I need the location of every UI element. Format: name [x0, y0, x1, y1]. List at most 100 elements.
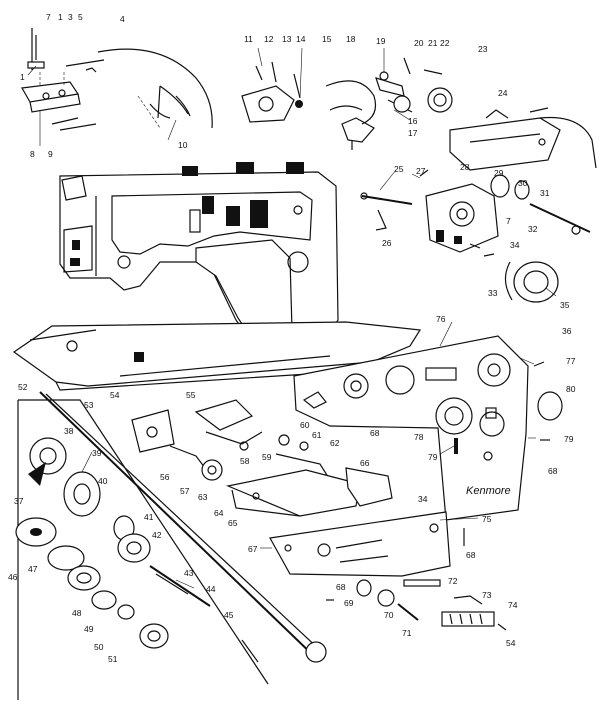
- callout-52: 52: [18, 382, 28, 392]
- callout-25: 25: [394, 164, 404, 174]
- callout-leaders: [27, 47, 557, 589]
- callout-76: 76: [436, 314, 446, 324]
- callout-21: 21: [428, 38, 438, 48]
- callout-20: 20: [414, 38, 424, 48]
- callout-labels: 7 1 3 5 4 1 8 9 10 11 12 13 14 15 18 19 …: [8, 12, 576, 664]
- callout-78: 78: [414, 432, 424, 442]
- callout-68a: 68: [370, 428, 380, 438]
- callout-65: 65: [228, 518, 238, 528]
- bed-plate: [12, 321, 422, 391]
- callout-39: 39: [92, 448, 102, 458]
- callout-28: 28: [460, 162, 470, 172]
- callout-10: 10: [178, 140, 188, 150]
- callout-49: 49: [84, 624, 94, 634]
- callout-45: 45: [224, 610, 234, 620]
- callout-50: 50: [94, 642, 104, 652]
- callout-66: 66: [360, 458, 370, 468]
- callout-53: 53: [84, 400, 94, 410]
- callout-23: 23: [478, 44, 488, 54]
- callout-7: 7: [46, 12, 51, 22]
- callout-36: 36: [562, 326, 572, 336]
- callout-64: 64: [214, 508, 224, 518]
- callout-12: 12: [264, 34, 274, 44]
- callout-24: 24: [498, 88, 508, 98]
- callout-14: 14: [296, 34, 306, 44]
- callout-70: 70: [384, 610, 394, 620]
- callout-7b: 7: [506, 216, 511, 226]
- callout-34: 34: [510, 240, 520, 250]
- callout-67: 67: [248, 544, 258, 554]
- callout-55: 55: [186, 390, 196, 400]
- callout-60: 60: [300, 420, 310, 430]
- callout-57: 57: [180, 486, 190, 496]
- zigzag-bracket-assembly: [225, 467, 507, 631]
- callout-5: 5: [78, 12, 83, 22]
- callout-68d: 68: [336, 582, 346, 592]
- callout-4: 4: [120, 14, 125, 24]
- callout-32: 32: [528, 224, 538, 234]
- callout-19: 19: [376, 36, 386, 46]
- callout-59: 59: [262, 452, 272, 462]
- callout-26: 26: [382, 238, 392, 248]
- callout-77: 77: [566, 356, 576, 366]
- callout-80: 80: [566, 384, 576, 394]
- callout-47: 47: [28, 564, 38, 574]
- callout-54b: 54: [506, 638, 516, 648]
- callout-1b: 1: [20, 72, 25, 82]
- callout-46: 46: [8, 572, 18, 582]
- callout-54a: 54: [110, 390, 120, 400]
- callout-44: 44: [206, 584, 216, 594]
- callout-17: 17: [408, 128, 418, 138]
- callout-69a: 69: [344, 598, 354, 608]
- presser-bar-assembly: [21, 28, 105, 131]
- callout-42: 42: [152, 530, 162, 540]
- callout-79a: 79: [564, 434, 574, 444]
- callout-18: 18: [346, 34, 356, 44]
- cam-stack-assembly: [15, 391, 331, 700]
- callout-34b: 34: [418, 494, 428, 504]
- callout-35: 35: [560, 300, 570, 310]
- callout-58: 58: [240, 456, 250, 466]
- callout-73: 73: [482, 590, 492, 600]
- callout-37: 37: [14, 496, 24, 506]
- callout-27: 27: [416, 166, 426, 176]
- machine-head-casting: [59, 162, 339, 341]
- callout-68c: 68: [466, 550, 476, 560]
- callout-71: 71: [402, 628, 412, 638]
- face-cover-parts: [241, 61, 377, 150]
- front-control-panel: Kenmore: [293, 335, 563, 521]
- callout-8: 8: [30, 149, 35, 159]
- callout-3: 3: [68, 12, 73, 22]
- callout-16: 16: [408, 116, 418, 126]
- bobbin-winder-bracket: [449, 107, 597, 171]
- callout-31: 31: [540, 188, 550, 198]
- callout-74: 74: [508, 600, 518, 610]
- handwheel-clutch-group: [360, 169, 591, 303]
- callout-15: 15: [322, 34, 332, 44]
- callout-61: 61: [312, 430, 322, 440]
- callout-79b: 79: [428, 452, 438, 462]
- arm-shaft-parts: [375, 57, 453, 113]
- callout-62: 62: [330, 438, 340, 448]
- callout-68b: 68: [548, 466, 558, 476]
- callout-56: 56: [160, 472, 170, 482]
- callout-75: 75: [482, 514, 492, 524]
- callout-43: 43: [184, 568, 194, 578]
- callout-38: 38: [64, 426, 74, 436]
- callout-48: 48: [72, 608, 82, 618]
- callout-33: 33: [488, 288, 498, 298]
- callout-11: 11: [244, 34, 253, 44]
- callout-41: 41: [144, 512, 154, 522]
- callout-9: 9: [48, 149, 53, 159]
- brand-plate-text: Kenmore: [466, 485, 511, 497]
- callout-1: 1: [58, 12, 63, 22]
- callout-40: 40: [98, 476, 108, 486]
- callout-30: 30: [518, 178, 528, 188]
- callout-29: 29: [494, 168, 504, 178]
- callout-72: 72: [448, 576, 458, 586]
- callout-22: 22: [440, 38, 450, 48]
- thread-tension-guard: [97, 48, 213, 129]
- callout-13: 13: [282, 34, 292, 44]
- callout-51: 51: [108, 654, 118, 664]
